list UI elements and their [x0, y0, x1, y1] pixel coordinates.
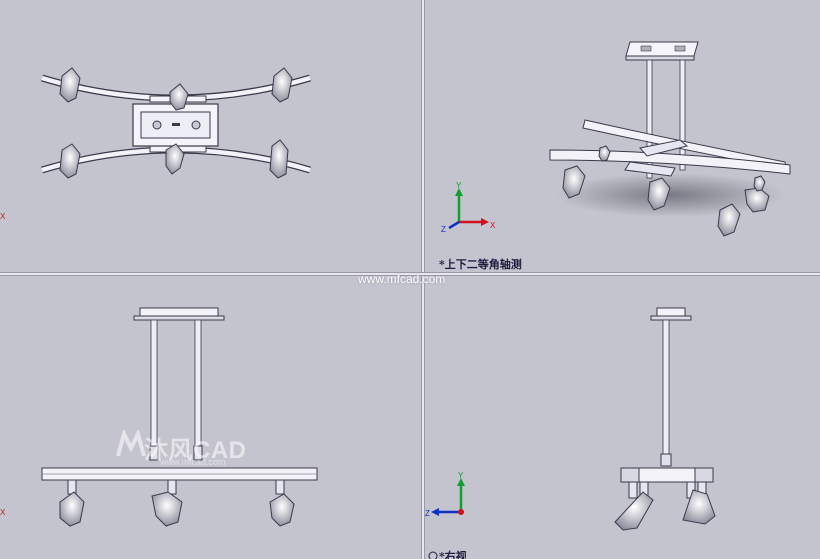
- triad-y-label-right: Y: [458, 472, 464, 480]
- logo-text: 沐风CAD: [144, 437, 247, 464]
- axis-x-marker-front: X: [0, 508, 6, 517]
- viewport-top[interactable]: X: [0, 0, 421, 272]
- viewport-right[interactable]: Y Z *右视: [425, 276, 820, 559]
- right-view-model: [614, 307, 716, 531]
- triad-x-label: X: [490, 221, 496, 230]
- viewport-splitter-vertical[interactable]: [421, 0, 425, 559]
- isometric-view-label: *上下二等角轴测: [439, 258, 522, 271]
- right-view-label: *右视: [439, 550, 467, 559]
- viewport-splitter-horizontal[interactable]: [0, 272, 820, 276]
- watermark-url: www.mfcad.com: [358, 272, 446, 286]
- coordinate-triad-icon: Y X Z: [441, 182, 496, 232]
- coordinate-triad-icon-right: Y Z: [425, 472, 465, 518]
- axis-x-marker: X: [0, 212, 6, 221]
- triad-z-label-right: Z: [425, 509, 430, 518]
- viewport-front[interactable]: 沐风CAD www.mfcad.com X: [0, 276, 421, 559]
- triad-y-label: Y: [456, 182, 462, 190]
- logo-mark-icon: [116, 430, 146, 457]
- viewport-isometric[interactable]: Y X Z *上下二等角轴测: [425, 0, 820, 272]
- logo-subtext: www.mfcad.com: [160, 457, 226, 467]
- top-view-model: [40, 67, 311, 179]
- front-view-model: [41, 307, 318, 527]
- isometric-view-model: [549, 41, 791, 237]
- triad-z-label: Z: [441, 225, 446, 232]
- view-orientation-icon[interactable]: [427, 551, 439, 559]
